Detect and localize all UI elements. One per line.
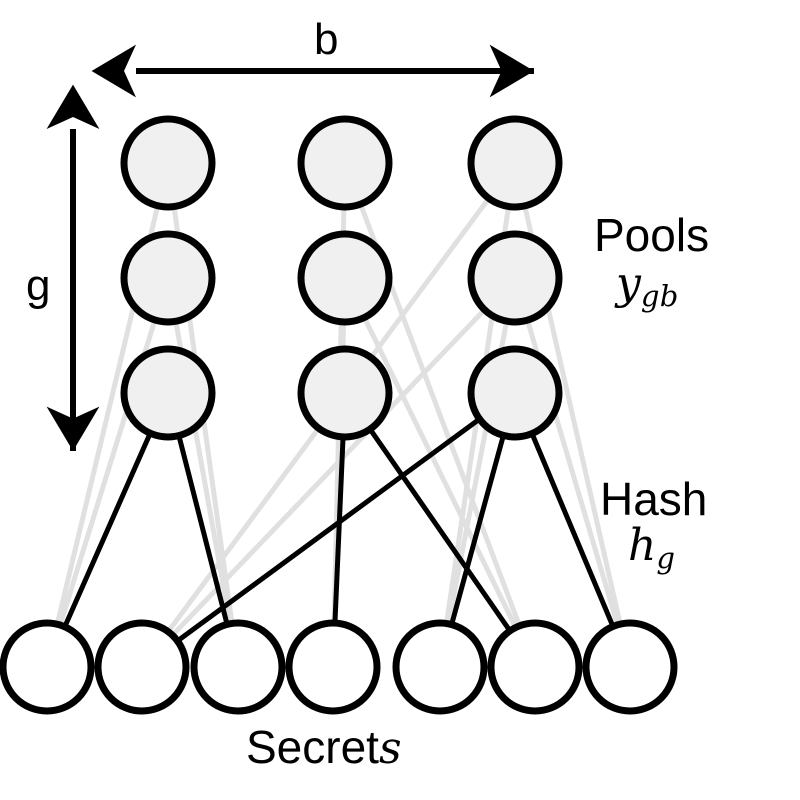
light-edge [44, 275, 171, 670]
hash-symbol-base: h [628, 520, 657, 571]
pool-node [120, 345, 216, 441]
pools-title-label: Pools [594, 209, 710, 261]
secret-node [190, 619, 286, 715]
pools-symbol-label: ygb [616, 262, 679, 311]
pool-node-group [120, 115, 563, 441]
secret-node [285, 619, 381, 715]
dark-edge [44, 390, 171, 670]
hash-title-label: Hash [600, 473, 708, 525]
secret-node [392, 619, 488, 715]
light-edge [342, 275, 538, 670]
pool-node [297, 230, 393, 326]
pool-node [297, 345, 393, 441]
dark-edge [512, 390, 633, 670]
dimension-arrow-group [46, 44, 534, 451]
pool-node [120, 115, 216, 211]
secret-node [582, 619, 678, 715]
light-edge [165, 275, 241, 670]
light-edge [512, 275, 633, 670]
width-dimension-label: b [314, 15, 339, 64]
pool-node [467, 345, 563, 441]
secret-title-text: Secret [246, 721, 379, 773]
pools-symbol-subscript: gb [640, 279, 679, 314]
secret-node [0, 619, 95, 715]
light-edge [139, 275, 518, 670]
hash-symbol-label: hg [628, 524, 675, 573]
secret-title-label: Secrets [246, 724, 402, 771]
height-dimension-label: g [26, 261, 51, 310]
secret-node [487, 619, 583, 715]
light-edge [437, 275, 518, 670]
pool-node [297, 115, 393, 211]
pools-symbol-base: y [616, 258, 641, 309]
pool-node [467, 115, 563, 211]
secret-symbol: s [378, 723, 402, 774]
pool-node [467, 230, 563, 326]
secret-node-group [0, 619, 678, 715]
pool-node [120, 230, 216, 326]
dark-edge [342, 390, 538, 670]
secret-node [94, 619, 190, 715]
dark-edge [139, 390, 518, 670]
hash-symbol-subscript: g [656, 541, 676, 576]
